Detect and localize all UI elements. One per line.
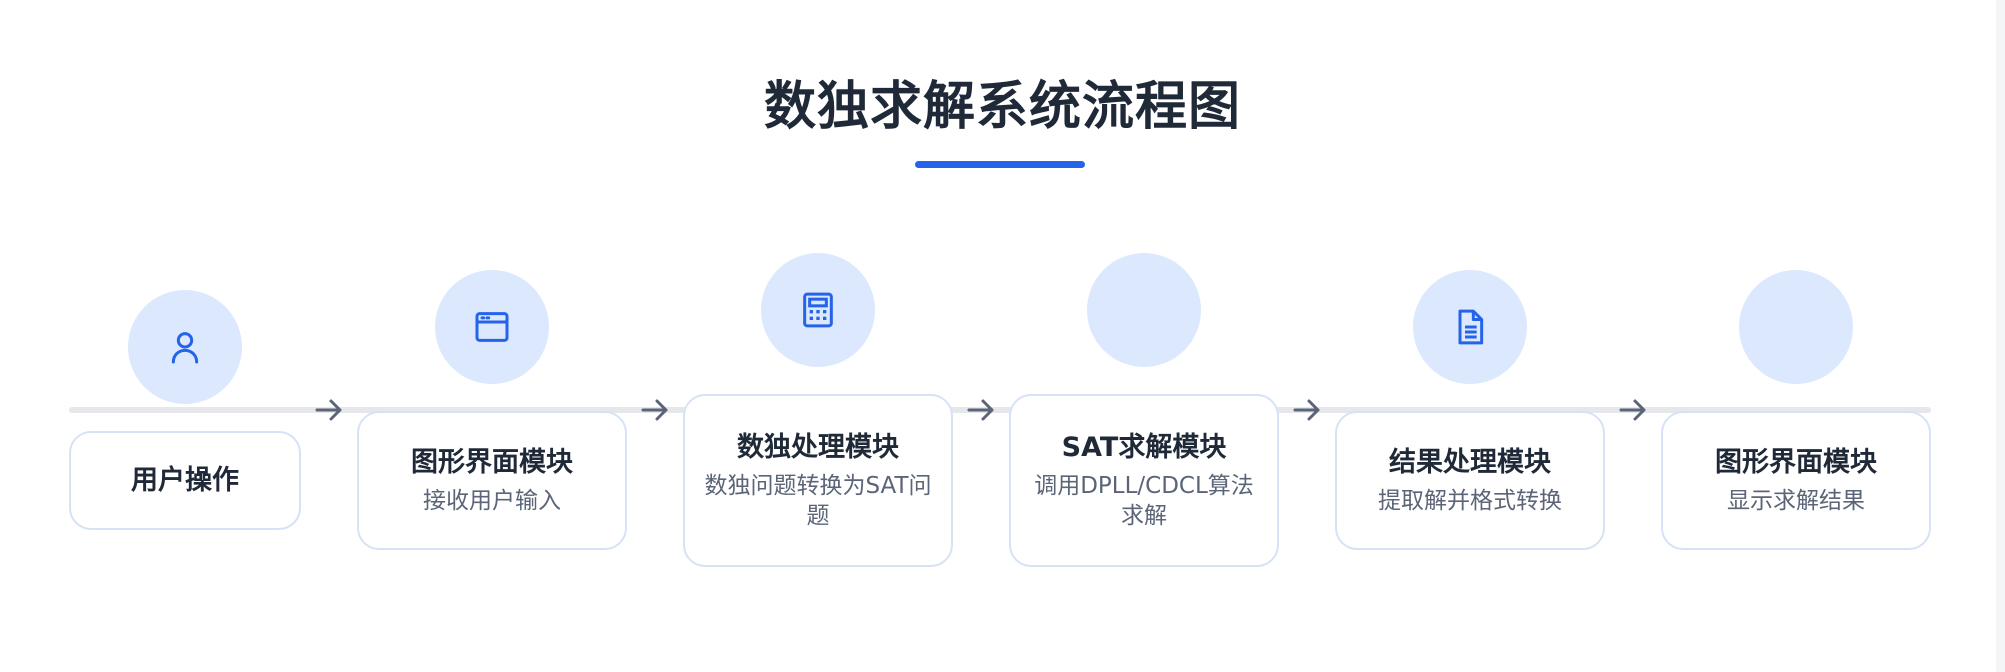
arrow-1-icon	[315, 399, 342, 421]
step-5-subtitle: 提取解并格式转换	[1378, 487, 1562, 514]
user-icon	[171, 332, 199, 364]
step-6-subtitle: 显示求解结果	[1727, 487, 1865, 514]
step-4-card: SAT求解模块 调用DPLL/CDCL算法求解	[1009, 394, 1279, 567]
document-icon	[1458, 309, 1484, 345]
page-title: 数独求解系统流程图	[763, 77, 1241, 137]
step-2-card: 图形界面模块 接收用户输入	[357, 411, 627, 550]
window-icon	[475, 312, 509, 342]
step-4-subtitle: 调用DPLL/CDCL算法求解	[1034, 472, 1254, 529]
step-4-icon-circle	[1087, 253, 1201, 367]
step-5-icon-circle	[1413, 270, 1527, 384]
step-6-card: 图形界面模块 显示求解结果	[1661, 411, 1931, 550]
step-2-subtitle: 接收用户输入	[423, 487, 561, 514]
flow-track-line	[69, 407, 1931, 413]
arrow-4-icon	[1293, 399, 1320, 421]
step-2-icon-circle	[435, 270, 549, 384]
arrow-5-icon	[1619, 399, 1646, 421]
step-2-title: 图形界面模块	[411, 446, 573, 478]
step-3-subtitle: 数独问题转换为SAT问题	[704, 472, 932, 529]
scrollbar-edge	[1996, 0, 2005, 672]
step-1-icon-circle	[128, 290, 242, 404]
calculator-icon	[803, 292, 833, 328]
step-4-title: SAT求解模块	[1061, 431, 1227, 463]
arrow-3-icon	[967, 399, 994, 421]
step-6-title: 图形界面模块	[1715, 446, 1877, 478]
step-3-title: 数独处理模块	[737, 431, 899, 463]
arrow-2-icon	[641, 399, 668, 421]
step-1-title: 用户操作	[131, 464, 239, 496]
step-5-card: 结果处理模块 提取解并格式转换	[1335, 411, 1605, 550]
step-5-title: 结果处理模块	[1389, 446, 1551, 478]
step-3-card: 数独处理模块 数独问题转换为SAT问题	[683, 394, 953, 567]
step-1-card: 用户操作	[69, 431, 301, 530]
step-3-icon-circle	[761, 253, 875, 367]
step-6-icon-circle	[1739, 270, 1853, 384]
title-underline	[915, 161, 1085, 168]
